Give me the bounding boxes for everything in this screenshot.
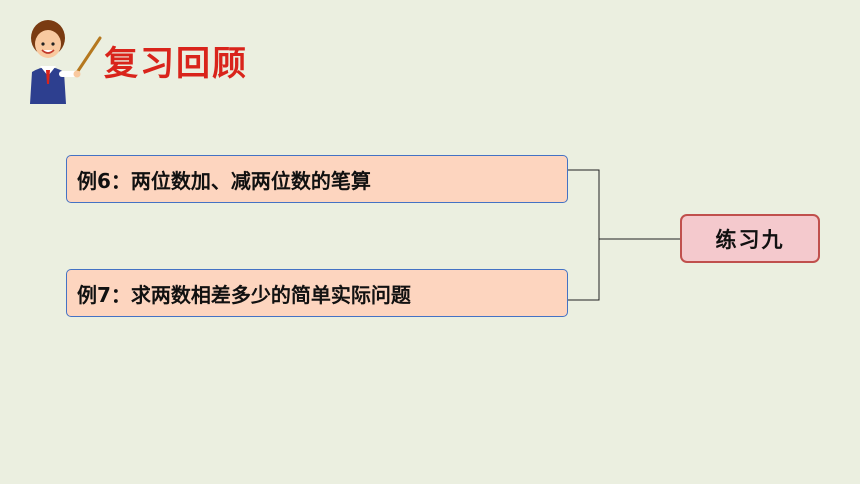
- topic-example-7-label: 例7：求两数相差多少的简单实际问题: [77, 282, 411, 307]
- teacher-pointer-icon: [30, 20, 102, 104]
- topic-example-7: 例7：求两数相差多少的简单实际问题: [66, 269, 568, 317]
- topic-example-6-label: 例6：两位数加、减两位数的笔算: [77, 168, 371, 193]
- exercise-nine-box: 练习九: [680, 214, 820, 263]
- topic-example-6: 例6：两位数加、减两位数的笔算: [66, 155, 568, 203]
- page-title: 复习回顾: [104, 44, 248, 84]
- exercise-nine-label: 练习九: [715, 227, 785, 252]
